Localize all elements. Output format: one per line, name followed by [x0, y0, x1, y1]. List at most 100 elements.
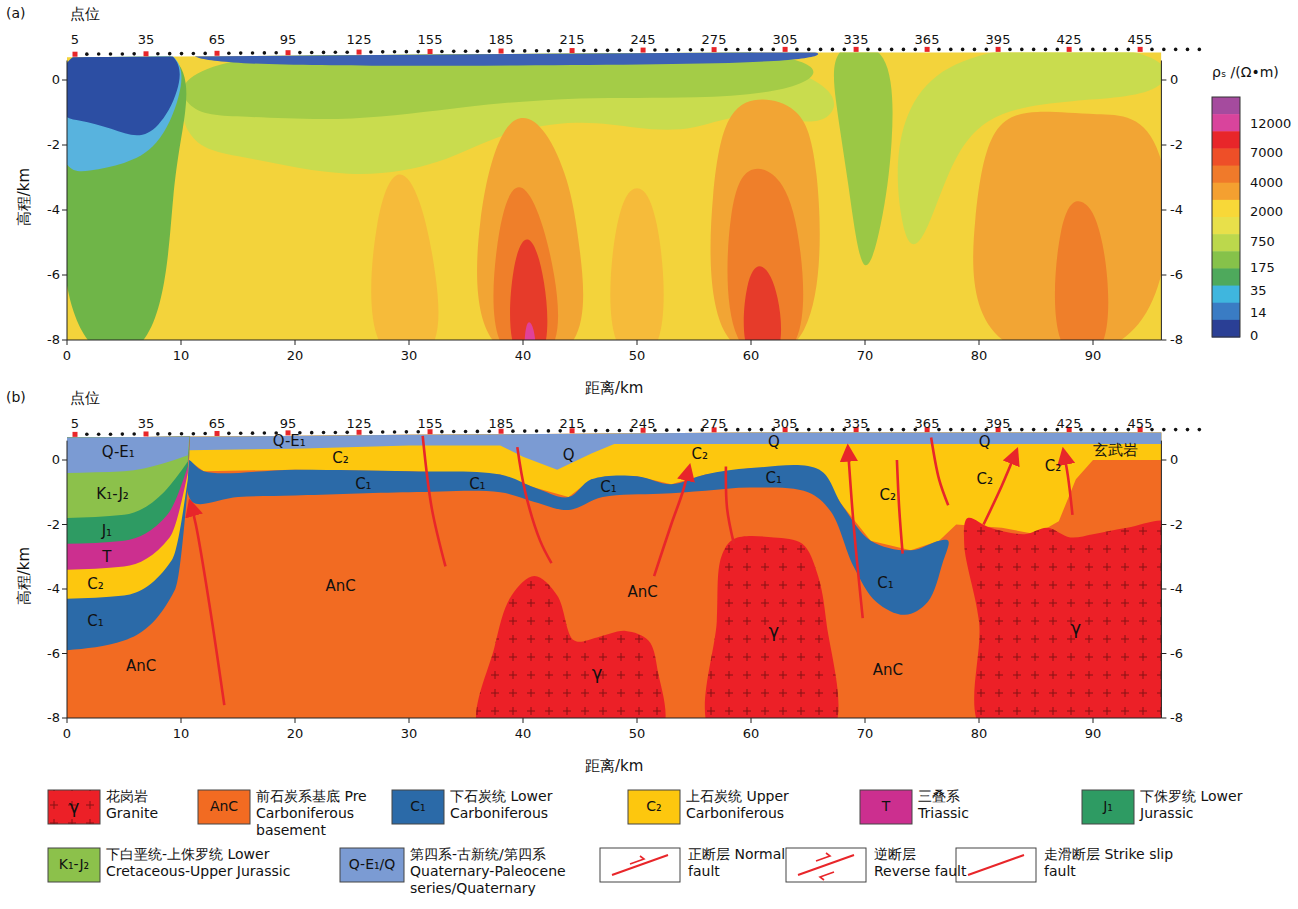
- axis-label: 5: [71, 33, 79, 47]
- station-dot: [487, 49, 491, 53]
- station-dot: [121, 432, 125, 436]
- station-dot: [85, 433, 89, 437]
- station-dot: [452, 430, 456, 434]
- station-dot: [547, 429, 551, 433]
- x-tick: [637, 718, 638, 723]
- station-dot: [700, 48, 704, 52]
- geologic-section: [56, 412, 1194, 757]
- station-dot: [1044, 48, 1048, 52]
- station-dot: [594, 49, 598, 53]
- station-dot: [109, 52, 113, 56]
- plot-frame: [67, 61, 1161, 341]
- axis-label: 70: [857, 349, 874, 363]
- axis-label: 距离/km: [585, 758, 643, 775]
- legend-swatch: [340, 848, 404, 882]
- unit-label: C₁: [877, 574, 894, 591]
- station-dot: [345, 431, 349, 435]
- station-dot: [97, 52, 101, 56]
- station-dot: [1174, 428, 1178, 432]
- station-dot: [1056, 48, 1060, 52]
- lower-carboniferous: [185, 460, 948, 615]
- x-tick: [67, 340, 68, 345]
- station-dot: [476, 49, 480, 53]
- y-tick: [62, 80, 1166, 81]
- legend-swatch: [392, 790, 444, 824]
- y-tick: [62, 145, 1166, 146]
- station-mark: [73, 52, 78, 57]
- swatch-label: J₁: [1103, 799, 1113, 814]
- station-dot: [393, 50, 397, 54]
- unit-label: AnC: [126, 658, 156, 675]
- station-dot: [878, 48, 882, 52]
- station-dot: [760, 48, 764, 52]
- station-mark: [144, 431, 149, 436]
- axis-label: 40: [515, 727, 532, 741]
- legend-swatch: [628, 790, 680, 824]
- station-dot: [180, 52, 184, 56]
- colorbar-step: [1212, 166, 1240, 184]
- x-tick: [979, 340, 980, 345]
- station-dot: [168, 52, 172, 56]
- station-dot: [97, 432, 101, 436]
- axis-label: 750: [1250, 235, 1275, 249]
- station-dot: [464, 430, 468, 434]
- station-dot: [665, 48, 669, 52]
- legend-swatch: [860, 790, 912, 824]
- station-mark: [783, 47, 788, 52]
- station-dot: [535, 49, 539, 53]
- axis-label: 365: [915, 417, 940, 431]
- station-dot: [582, 49, 586, 53]
- unit-label: 玄武岩: [1093, 442, 1138, 459]
- axis-label: 80: [971, 727, 988, 741]
- fault-sample: [968, 855, 1024, 875]
- station-dot: [1162, 428, 1166, 432]
- colorbar-step: [1212, 286, 1240, 304]
- x-tick: [523, 340, 524, 345]
- colorbar-step: [1212, 114, 1240, 132]
- unit-label: Q: [563, 447, 575, 464]
- axis-label: 155: [418, 417, 443, 431]
- swatch-label: γ: [69, 797, 80, 817]
- y-tick: [62, 460, 1166, 461]
- fault-sense: [816, 853, 834, 880]
- granite-swatch-texture: [48, 790, 100, 824]
- axis-label: 65: [209, 33, 226, 47]
- station-mark: [1138, 47, 1143, 52]
- axis-label: 80: [971, 349, 988, 363]
- axis-label: 10: [173, 727, 190, 741]
- axis-label: 50: [629, 727, 646, 741]
- station-dot: [523, 49, 527, 53]
- colorbar-step: [1212, 148, 1240, 166]
- x-tick: [865, 718, 866, 723]
- axis-label: 185: [489, 33, 514, 47]
- station-dot: [606, 429, 610, 433]
- axis-label: -4: [1170, 582, 1183, 596]
- granite-texture: [964, 518, 1194, 757]
- axis-label: 245: [631, 33, 656, 47]
- unit-label: K₁-J₂: [96, 486, 129, 503]
- axis-label: 0: [63, 727, 71, 741]
- station-dot: [878, 428, 882, 432]
- granite-body: [964, 518, 1194, 757]
- legend-swatch: [198, 790, 250, 824]
- station-mark: [570, 48, 575, 53]
- unit-label: Q: [979, 434, 991, 451]
- unit-label: Q: [768, 434, 780, 451]
- legend-swatch: [48, 848, 100, 882]
- station-dot: [1020, 48, 1024, 52]
- station-mark: [925, 47, 930, 52]
- axis-label: -8: [1170, 333, 1183, 347]
- x-tick: [751, 718, 752, 723]
- station-dot: [239, 51, 243, 55]
- unit-label: C₁: [87, 613, 104, 630]
- basin-layer: [56, 412, 192, 651]
- axis-label: 点位: [70, 6, 100, 23]
- station-dot: [1186, 48, 1190, 52]
- axis-label: 0: [52, 453, 60, 467]
- station-dot: [795, 48, 799, 52]
- station-dot: [1008, 48, 1012, 52]
- station-dot: [369, 50, 373, 54]
- unit-label: AnC: [873, 661, 903, 678]
- x-tick: [181, 718, 182, 723]
- granite-texture: [705, 536, 839, 749]
